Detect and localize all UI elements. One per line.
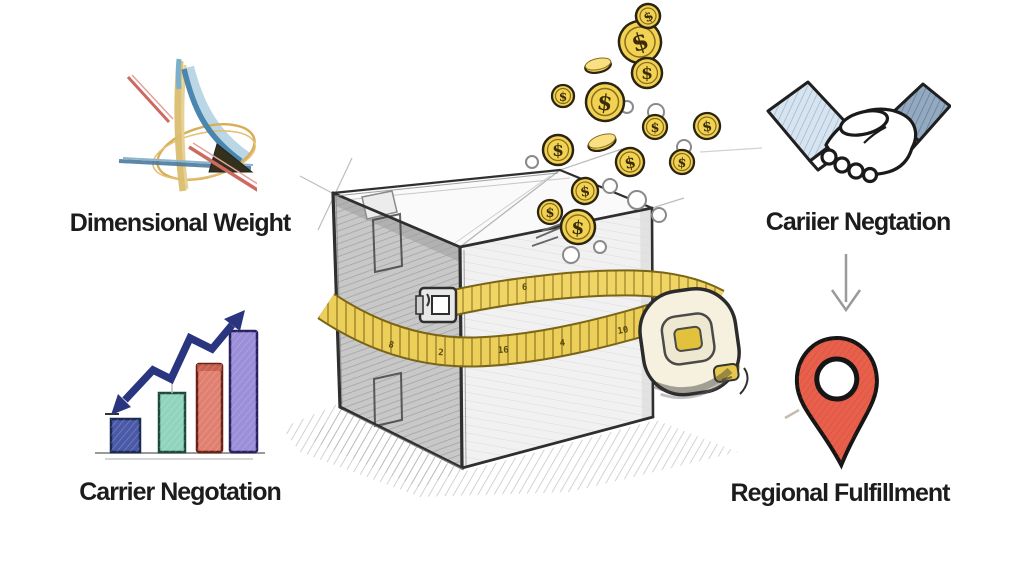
location-pin-icon [783,336,879,470]
bar-red [195,362,223,454]
coins-group: $ $ $ $ [525,2,722,264]
carrier-negotiation-top-label: Cariier Negtation [765,208,951,236]
svg-text:$: $ [623,152,638,173]
carrier-negotiation-bottom-label: Carrier Negotation [79,478,281,506]
coin: $ [634,2,662,30]
tape-numbers: 8 2 16 4 10 6 [387,283,629,359]
coin: $ [614,146,646,178]
coin-edge-view [587,133,617,153]
svg-text:$: $ [559,90,567,104]
svg-text:16: 16 [498,345,509,356]
svg-text:$: $ [595,89,614,117]
svg-text:$: $ [545,206,554,221]
rising-bar-chart-icon [94,310,265,460]
svg-text:$: $ [677,156,688,172]
declining-curve-chart-icon [118,58,257,192]
down-arrow-icon [830,254,862,313]
handshake-icon [766,80,951,184]
svg-text:6: 6 [522,283,528,293]
coin: $ [668,148,696,176]
regional-fulfillment-label: Regional Fulfillment [730,479,951,507]
coin: $ [641,113,669,141]
dimensional-weight-label: Dimensional Weight [69,209,291,237]
clasped-hands [819,107,917,184]
coin-edge-view [584,57,612,75]
coin: $ [584,81,626,123]
coin: $ [570,176,600,206]
bar-purple [228,329,258,454]
svg-text:$: $ [579,183,591,200]
box-measuring-tape-illustration: 8 2 16 4 10 6 [282,2,763,497]
ground-shadow [282,404,738,497]
svg-text:$: $ [650,121,659,136]
concept-carrier-negotiation-top: Cariier Negtation [708,75,1008,237]
coin: $ [630,56,664,90]
svg-text:8: 8 [387,340,394,351]
tape-measure-case [638,287,741,400]
svg-text:$: $ [552,141,564,161]
svg-text:2: 2 [438,348,444,358]
squiggle-mark [721,367,749,395]
svg-text:$: $ [570,216,585,239]
svg-text:$: $ [701,118,713,135]
coin: $ [541,133,575,167]
svg-text:4: 4 [559,338,566,349]
coin: $ [559,208,597,246]
bar-blue [104,413,141,454]
concept-dimensional-weight: Dimensional Weight [30,55,330,238]
concept-carrier-negotiation-bottom: Carrier Negotation [30,293,330,507]
tape-end-clip [415,286,458,324]
coin: $ [550,83,576,109]
concept-regional-fulfillment: Regional Fulfillment [690,332,990,508]
bar-teal [157,381,186,454]
svg-text:$: $ [641,64,653,84]
svg-text:10: 10 [617,325,629,337]
coin: $ [617,19,663,65]
coin: $ [692,111,722,141]
coin: $ [536,198,564,226]
zigzag-trend-arrow [110,310,245,415]
